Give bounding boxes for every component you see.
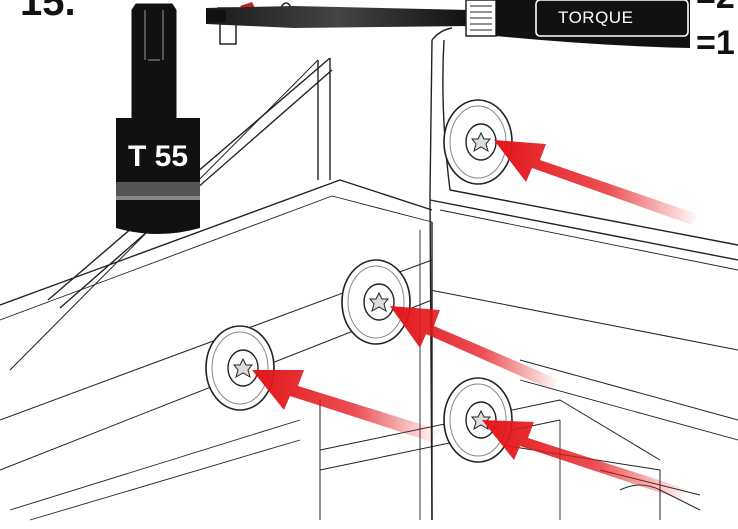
step-number: 15. <box>20 0 76 24</box>
torque-value-2: =1 <box>696 24 735 62</box>
bit-size-label: T 55 <box>127 140 189 173</box>
torx-screw-icon <box>443 99 513 185</box>
torque-value-1: =2 <box>696 0 735 17</box>
frame-structure <box>0 27 738 521</box>
torque-wrench-icon <box>206 0 690 48</box>
torque-label: TORQUE <box>558 8 634 27</box>
red-arrow-icon <box>390 306 560 390</box>
torx-bit-icon <box>116 3 200 234</box>
torx-screw-icon <box>205 325 275 411</box>
red-arrow-icon <box>494 140 700 225</box>
torx-screw-icon <box>443 377 513 463</box>
torx-screw-icon <box>341 259 411 345</box>
red-arrow-icon <box>252 370 440 442</box>
red-arrow-icon <box>482 420 690 500</box>
